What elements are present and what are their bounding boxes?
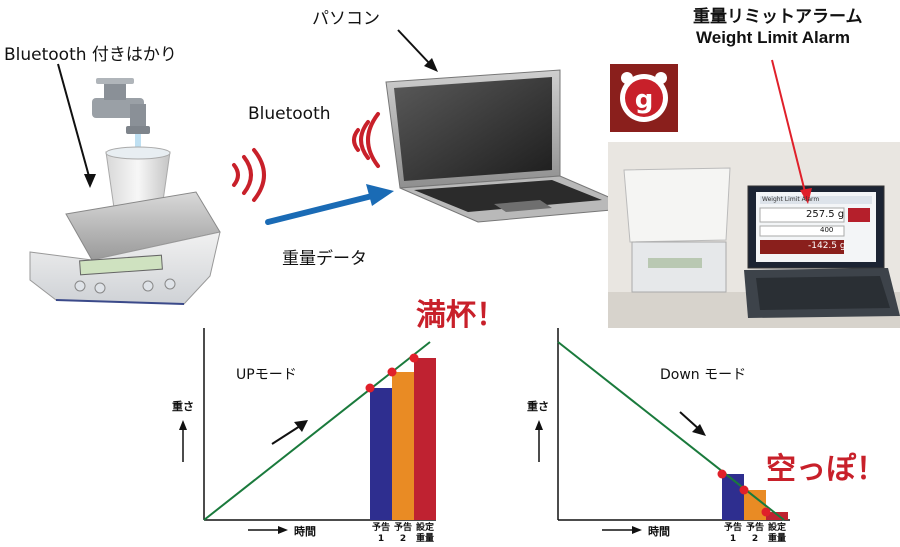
- chart-down-mode: [535, 328, 790, 534]
- bluetooth-label: Bluetooth: [248, 104, 331, 124]
- signal-waves-left-icon: [232, 148, 266, 202]
- pc-label: パソコン: [312, 9, 380, 29]
- chart-down-point-1: [717, 469, 727, 479]
- device-photo: [608, 142, 900, 328]
- chart-up-bar-3: [414, 358, 436, 520]
- laptop-icon: [385, 69, 635, 223]
- chart-down-xlabel: 時間: [648, 525, 670, 538]
- chart-down-title: Down モード: [660, 367, 747, 383]
- chart-up-category-label: 設定重量: [415, 523, 434, 544]
- chart-up-bar-1: [370, 388, 392, 520]
- chart-up-xlabel: 時間: [294, 525, 316, 538]
- device-screen-title: Weight Limit Alarm: [762, 196, 820, 203]
- chart-up-ylabel: 重さ: [172, 400, 194, 413]
- chart-up-point-2: [387, 367, 397, 377]
- chart-up-direction-arrow: [271, 425, 301, 445]
- data-arrow-icon: [265, 184, 394, 225]
- chart-up-point-1: [365, 383, 375, 393]
- chart-down-bar-1: [722, 474, 744, 520]
- full-callout: 満杯！: [416, 298, 506, 333]
- chart-down-point-2: [739, 485, 749, 495]
- device-screen-reading: 257.5 g: [806, 209, 845, 220]
- chart-up-title: UPモード: [236, 367, 297, 383]
- app-name-jp-label: 重量リミットアラーム: [693, 7, 863, 27]
- chart-down-point-3: [761, 507, 771, 517]
- app-logo-icon: g: [610, 64, 678, 132]
- device-screen-row2: 400: [820, 226, 834, 234]
- chart-down-ylabel: 重さ: [527, 400, 549, 413]
- scale-icon: [29, 191, 221, 305]
- signal-waves-right-icon: [352, 112, 380, 168]
- device-screen-row3: -142.5 g: [808, 241, 846, 251]
- empty-callout: 空っぽ！: [766, 452, 886, 487]
- svg-text:g: g: [635, 85, 654, 115]
- scale-label: Bluetooth 付きはかり: [4, 45, 177, 65]
- weight-data-label: 重量データ: [282, 249, 367, 269]
- chart-down-bar-3: [766, 512, 788, 520]
- chart-up-mode: [179, 328, 436, 534]
- chart-down-category-label: 設定重量: [767, 523, 786, 544]
- app-name-en-label: Weight Limit Alarm: [696, 28, 850, 47]
- chart-up-bar-2: [392, 372, 414, 520]
- chart-down-direction-arrow: [679, 411, 701, 431]
- chart-up-point-3: [409, 353, 419, 363]
- chart-down-bar-2: [744, 490, 766, 520]
